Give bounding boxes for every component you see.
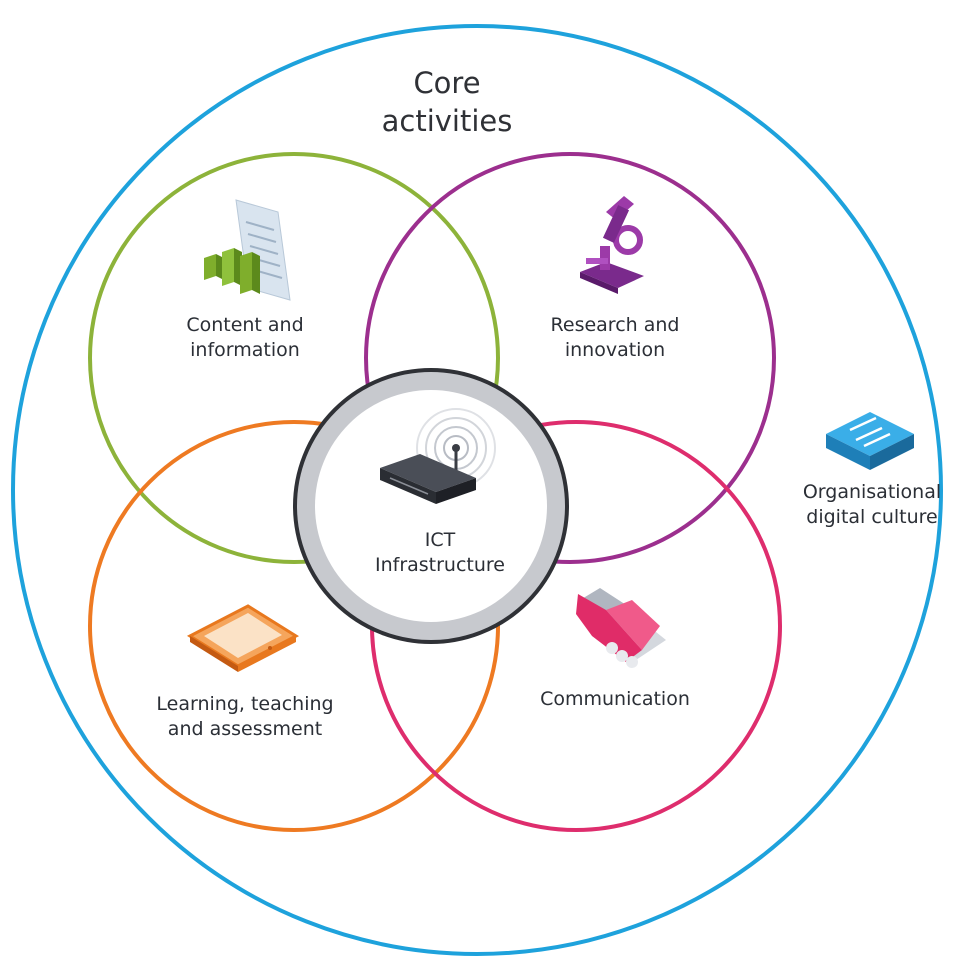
network-switch-icon — [826, 412, 914, 470]
learning-label-line2: and assessment — [167, 717, 323, 740]
document-chart-icon — [204, 199, 291, 301]
communication-label: Communication — [505, 687, 725, 712]
content-information-label: Content and information — [150, 313, 340, 362]
core-activities-title: Core activities — [352, 64, 542, 141]
research-innovation-label: Research and innovation — [520, 313, 710, 362]
research-circle — [364, 152, 776, 564]
core-title-line1: Core — [413, 66, 481, 100]
communication-label-line1: Communication — [540, 688, 690, 710]
core-title-line2: activities — [381, 104, 513, 139]
ict-infrastructure-label: ICT Infrastructure — [340, 528, 540, 577]
ict-label-line1: ICT — [424, 529, 456, 551]
learning-teaching-label: Learning, teaching and assessment — [130, 692, 360, 741]
ict-inner-disc — [315, 390, 547, 622]
research-label-line2: innovation — [564, 338, 666, 361]
research-label-line1: Research and — [550, 314, 680, 336]
handshake-icon — [576, 588, 666, 668]
content-label-line1: Content and — [186, 314, 304, 336]
culture-outer-circle — [11, 24, 943, 956]
content-circle — [88, 152, 500, 564]
culture-label-line1: Organisational — [802, 481, 942, 503]
content-label-line2: information — [190, 338, 300, 361]
culture-label-line2: digital culture — [806, 505, 938, 528]
organisational-culture-label: Organisational digital culture — [790, 480, 954, 529]
tablet-icon — [186, 604, 300, 672]
ict-label-line2: Infrastructure — [374, 553, 505, 576]
wireless-router-icon — [380, 408, 496, 504]
microscope-icon — [580, 196, 644, 294]
learning-label-line1: Learning, teaching — [156, 693, 334, 715]
